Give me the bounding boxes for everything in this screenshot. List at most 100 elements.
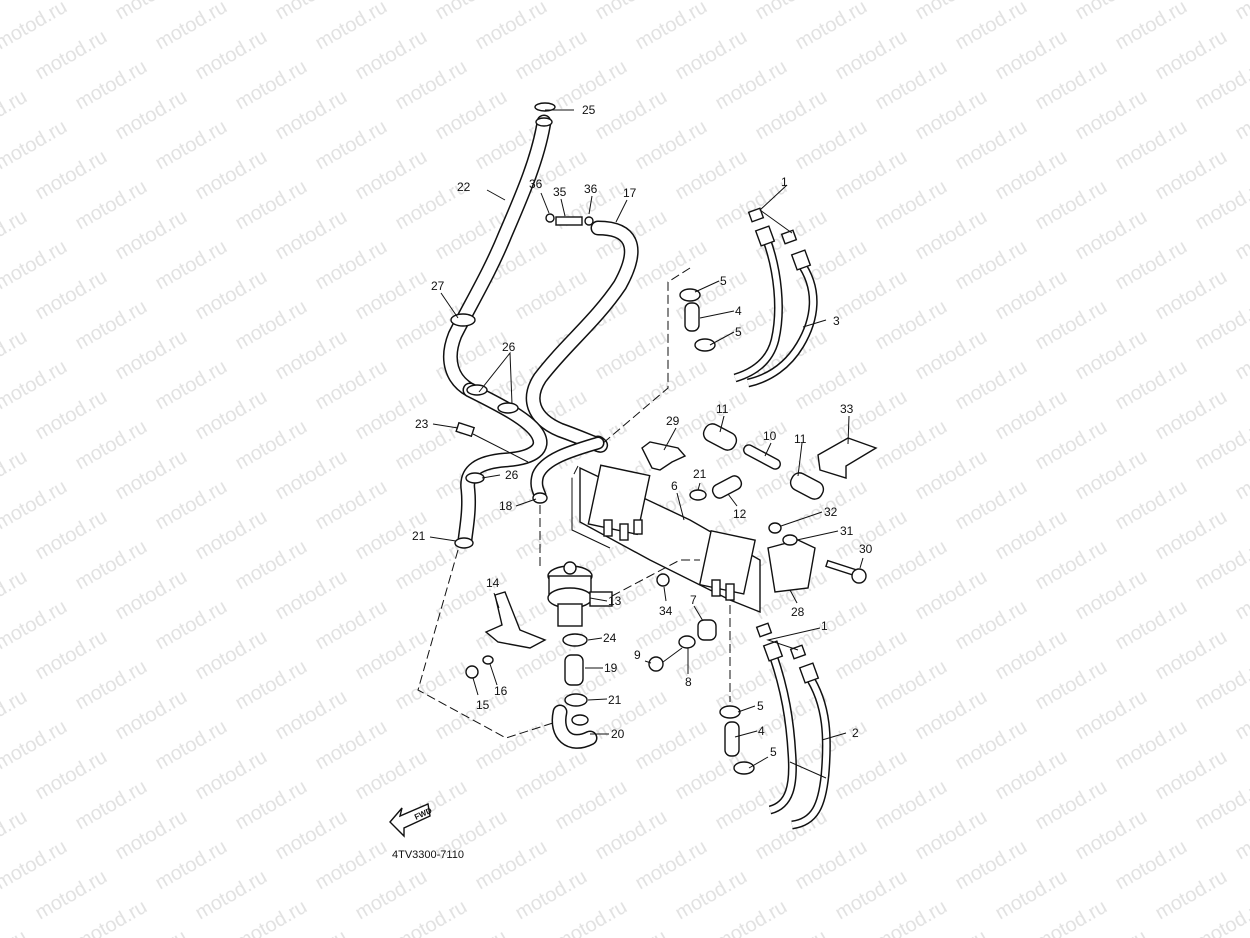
watermark-text: motod.ru — [872, 56, 951, 115]
fwd-arrow-icon: FWD — [389, 803, 434, 838]
watermark-text: motod.ru — [232, 416, 311, 475]
watermark-text: motod.ru — [272, 686, 351, 745]
bracket-14-part — [484, 591, 547, 649]
hose-4-lower — [719, 705, 755, 775]
callout-11: 11 — [716, 402, 729, 416]
watermark-text: motod.ru — [952, 836, 1031, 895]
watermark-text: motod.ru — [632, 356, 711, 415]
watermark-text: motod.ru — [632, 116, 711, 175]
clamp-21b-part — [689, 489, 707, 501]
callout-17: 17 — [623, 186, 637, 200]
clamp-26b-part — [497, 402, 519, 414]
watermark-text: motod.ru — [992, 506, 1071, 565]
watermark-text: motod.ru — [72, 416, 151, 475]
leader-6 — [676, 492, 685, 521]
callout-19: 19 — [604, 661, 618, 675]
diagram-code: 4TV3300-7110 — [392, 849, 464, 861]
watermark-text: motod.ru — [832, 266, 911, 325]
watermark-text: motod.ru — [1032, 176, 1111, 235]
hose-18 — [530, 436, 605, 502]
clamp-18-part — [532, 492, 548, 504]
leader-31 — [796, 530, 839, 541]
watermark-text: motod.ru — [1032, 536, 1111, 595]
callout-4b: 4 — [758, 724, 765, 738]
leader-18 — [515, 498, 537, 507]
dashed-line-c — [417, 549, 557, 739]
watermark-text: motod.ru — [672, 146, 751, 205]
watermark-text: motod.ru — [112, 446, 191, 505]
bolt-23-part — [455, 421, 476, 438]
leader-16 — [489, 663, 498, 686]
watermark-text: motod.ru — [912, 446, 991, 505]
watermark-text: motod.ru — [32, 266, 111, 325]
watermark-text: motod.ru — [392, 656, 471, 715]
watermark-text: motod.ru — [912, 206, 991, 265]
watermark-text: motod.ru — [1152, 266, 1231, 325]
watermark-text: motod.ru — [312, 356, 391, 415]
leader-34 — [663, 586, 667, 602]
watermark-text: motod.ru — [952, 356, 1031, 415]
watermark-text: motod.ru — [1152, 746, 1231, 805]
watermark-text: motod.ru — [672, 26, 751, 85]
clamp-26c-part — [465, 472, 485, 484]
callout-24: 24 — [603, 631, 617, 645]
watermark-text: motod.ru — [472, 716, 551, 775]
watermark-text: motod.ru — [0, 236, 71, 295]
callout-15: 15 — [476, 698, 490, 712]
dashed-line-f — [571, 465, 579, 479]
joint-35-part — [555, 216, 583, 226]
watermark-text: motod.ru — [992, 626, 1071, 685]
watermark-text: motod.ru — [512, 506, 591, 565]
watermark-text: motod.ru — [112, 326, 191, 385]
watermark-text: motod.ru — [1032, 776, 1111, 835]
watermark-text: motod.ru — [752, 806, 831, 865]
watermark-text: motod.ru — [1032, 296, 1111, 355]
leader-13 — [589, 597, 608, 602]
callout-7: 7 — [690, 593, 697, 607]
bracket-29-part — [641, 441, 687, 471]
watermark-text: motod.ru — [1032, 56, 1111, 115]
watermark-text: motod.ru — [152, 836, 231, 895]
callout-28: 28 — [791, 605, 805, 619]
watermark-text: motod.ru — [952, 116, 1031, 175]
watermark-text: motod.ru — [872, 416, 951, 475]
watermark-text: motod.ru — [1072, 326, 1151, 385]
watermark-text: motod.ru — [272, 806, 351, 865]
watermark-text: motod.ru — [952, 476, 1031, 535]
watermark-text: motod.ru — [872, 176, 951, 235]
watermark-text: motod.ru — [1032, 656, 1111, 715]
watermark-text: motod.ru — [872, 776, 951, 835]
leader-5d — [748, 756, 769, 769]
watermark-text: motod.ru — [392, 896, 471, 938]
leader-26 — [478, 351, 513, 405]
washer-31-part — [782, 534, 798, 546]
watermark-text: motod.ru — [472, 0, 551, 54]
pipe-3 — [733, 207, 818, 388]
callout-23: 23 — [415, 417, 429, 431]
watermark-text: motod.ru — [672, 866, 751, 925]
watermark-text: motod.ru — [152, 116, 231, 175]
watermark-text: motod.ru — [1152, 866, 1231, 925]
watermark-text: motod.ru — [952, 0, 1031, 54]
watermark-text: motod.ru — [1072, 446, 1151, 505]
watermark-text: motod.ru — [632, 716, 711, 775]
hose-17 — [525, 220, 639, 453]
watermark-text: motod.ru — [1112, 596, 1191, 655]
watermark-text: motod.ru — [1112, 236, 1191, 295]
watermark-text: motod.ru — [512, 866, 591, 925]
leader-23 — [432, 423, 459, 429]
watermark-text: motod.ru — [192, 26, 271, 85]
watermark-text: motod.ru — [192, 866, 271, 925]
leader-11b — [797, 442, 803, 477]
watermark-text: motod.ru — [552, 776, 631, 835]
watermark-text: motod.ru — [1192, 176, 1250, 235]
watermark-text: motod.ru — [1032, 416, 1111, 475]
watermark-text: motod.ru — [112, 86, 191, 145]
watermark-text: motod.ru — [192, 386, 271, 445]
plate-33-part — [817, 437, 878, 479]
watermark-text: motod.ru — [352, 26, 431, 85]
watermark-text: motod.ru — [232, 176, 311, 235]
watermark-text: motod.ru — [1232, 0, 1250, 24]
